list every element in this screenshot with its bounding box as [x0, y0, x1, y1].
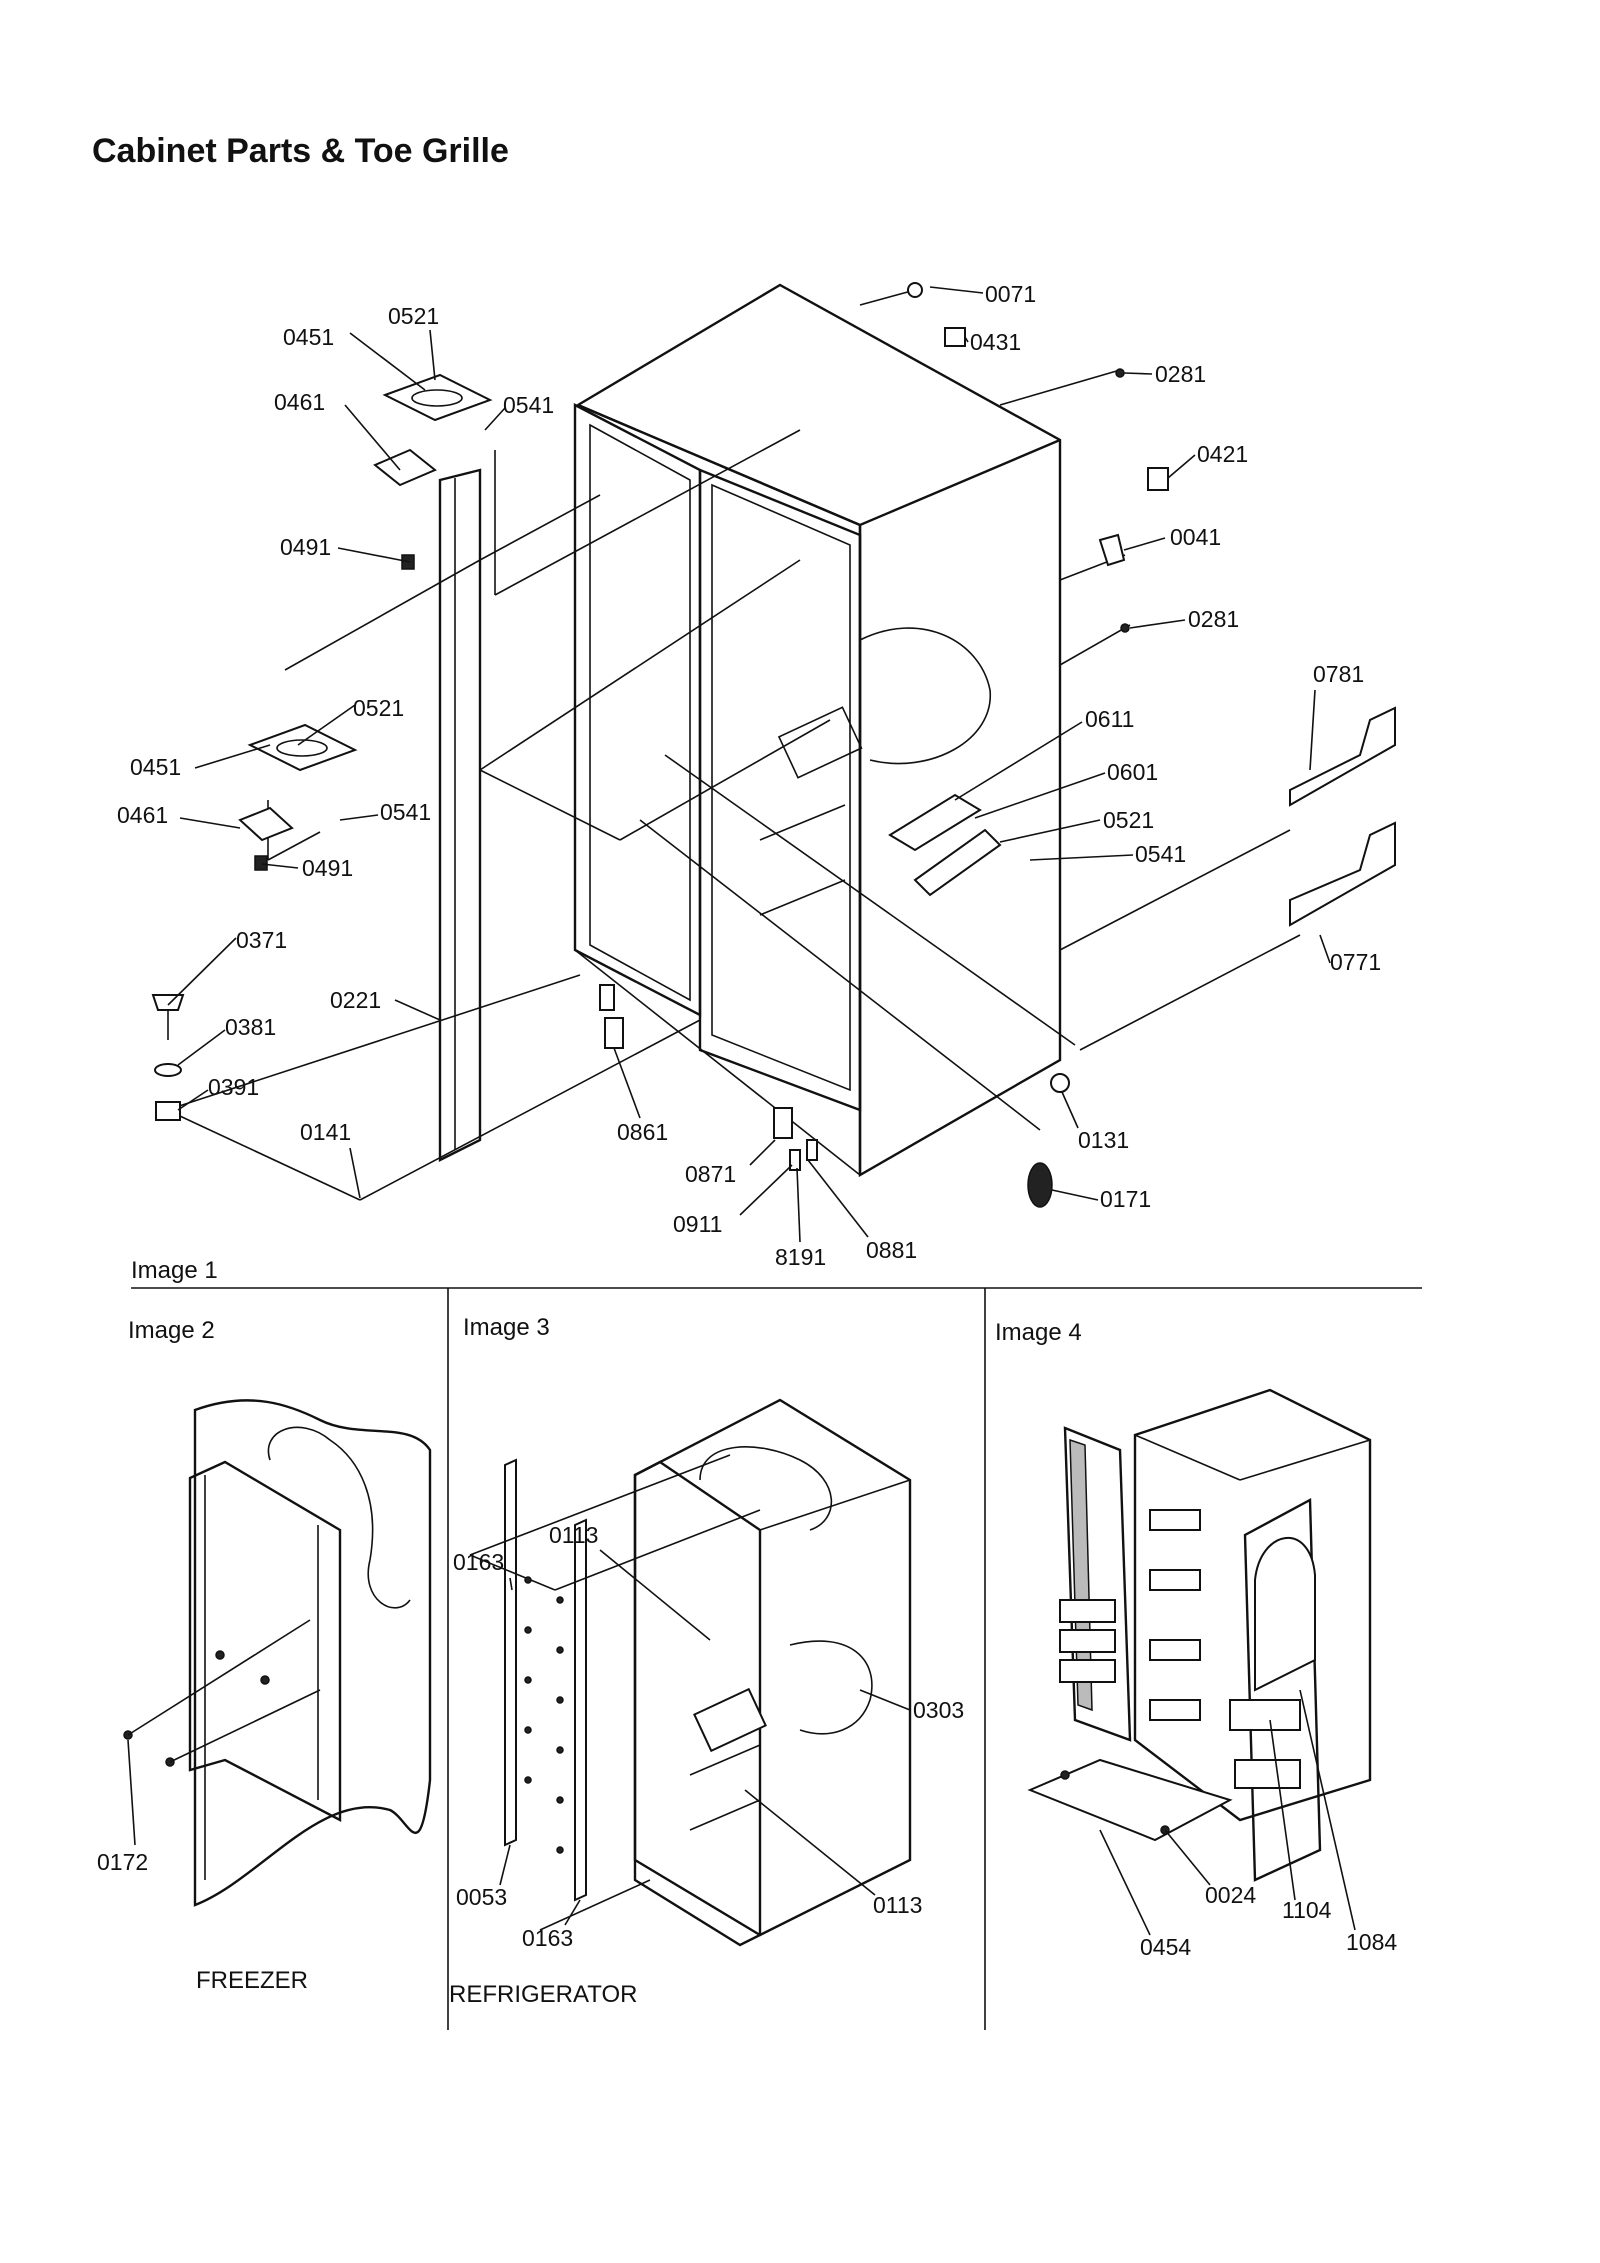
callout-0281: 0281	[1155, 361, 1206, 387]
callout-0521-c: 0521	[1103, 807, 1154, 833]
section-freezer: FREEZER	[196, 1967, 308, 1994]
callout-0281-b: 0281	[1188, 606, 1239, 632]
section-refrigerator: REFRIGERATOR	[449, 1981, 637, 2008]
callout-0391: 0391	[208, 1074, 259, 1100]
image4-leader-lines	[1099, 1689, 1356, 1936]
callout-0521-b: 0521	[353, 695, 404, 721]
image3-leader-lines	[499, 1549, 911, 1926]
callout-0491-b: 0491	[302, 855, 353, 881]
callout-0454: 0454	[1140, 1934, 1191, 1960]
callout-0071: 0071	[985, 281, 1036, 307]
callout-0611: 0611	[1085, 706, 1134, 732]
callout-0024: 0024	[1205, 1882, 1256, 1908]
callout-0113-b: 0113	[873, 1892, 922, 1918]
callout-0521: 0521	[388, 303, 439, 329]
callout-0141: 0141	[300, 1119, 351, 1145]
callout-0053: 0053	[456, 1884, 507, 1910]
image2-freezer-drawing	[123, 1399, 432, 1907]
caption-image4: Image 4	[995, 1319, 1082, 1346]
callout-1084: 1084	[1346, 1929, 1397, 1955]
callout-8191: 8191	[775, 1244, 826, 1270]
callout-0163: 0163	[453, 1549, 504, 1575]
image3-refrigerator-drawing	[469, 1398, 912, 1947]
callout-0131: 0131	[1078, 1127, 1129, 1153]
callout-0861: 0861	[617, 1119, 668, 1145]
image1-leader-lines	[167, 286, 1331, 1243]
callout-0461-b: 0461	[117, 802, 168, 828]
image1-cabinet-drawing	[151, 282, 1396, 1208]
caption-image2: Image 2	[128, 1317, 215, 1344]
callout-0541-c: 0541	[1135, 841, 1186, 867]
callout-0491: 0491	[280, 534, 331, 560]
callout-0172: 0172	[97, 1849, 148, 1875]
callout-0781: 0781	[1313, 661, 1364, 687]
callout-0221: 0221	[330, 987, 381, 1013]
diagram-title: Cabinet Parts & Toe Grille	[92, 132, 509, 170]
image4-unit-drawing	[1027, 1388, 1372, 1882]
callout-0381: 0381	[225, 1014, 276, 1040]
callout-0461: 0461	[274, 389, 325, 415]
caption-image3: Image 3	[463, 1314, 550, 1341]
callout-0163-b: 0163	[522, 1925, 573, 1951]
callout-0421: 0421	[1197, 441, 1248, 467]
callout-0881: 0881	[866, 1237, 917, 1263]
callout-0771: 0771	[1330, 949, 1381, 975]
callout-0871: 0871	[685, 1161, 736, 1187]
caption-image1: Image 1	[131, 1257, 218, 1284]
callout-1104: 1104	[1282, 1897, 1332, 1923]
callout-0451: 0451	[283, 324, 334, 350]
callout-0371: 0371	[236, 927, 287, 953]
callout-0601: 0601	[1107, 759, 1158, 785]
callout-0113: 0113	[549, 1522, 598, 1548]
callout-0303: 0303	[913, 1697, 964, 1723]
callout-0451-b: 0451	[130, 754, 181, 780]
callout-0541: 0541	[503, 392, 554, 418]
callout-0041: 0041	[1170, 524, 1221, 550]
callout-0431: 0431	[970, 329, 1021, 355]
callout-0171: 0171	[1100, 1186, 1151, 1212]
callout-0541-b: 0541	[380, 799, 431, 825]
callout-0911: 0911	[673, 1211, 722, 1237]
